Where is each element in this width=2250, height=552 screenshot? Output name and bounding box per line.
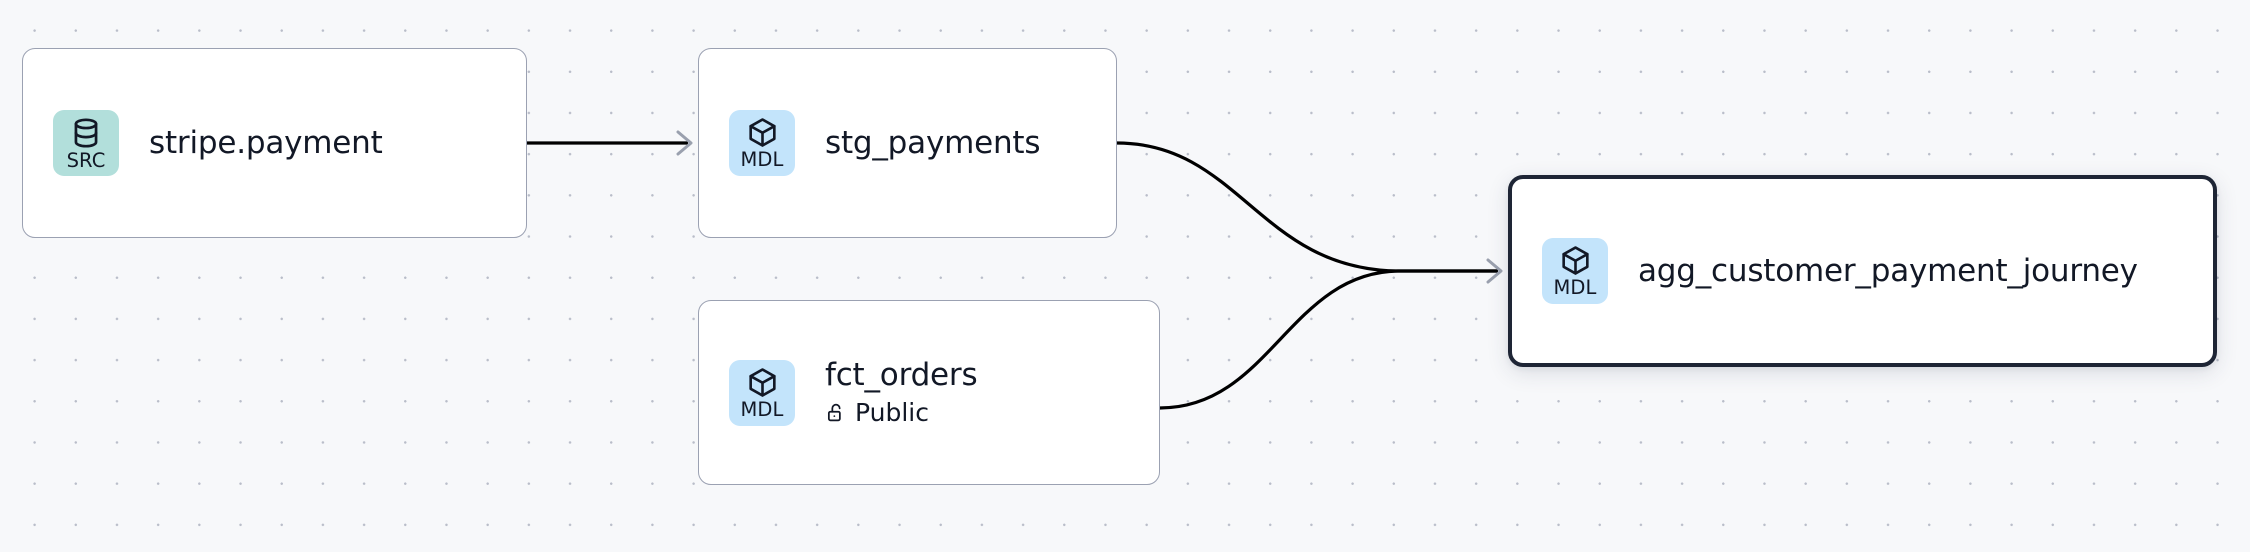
model-badge: MDL — [729, 359, 795, 426]
cube-icon — [746, 116, 779, 149]
node-agg-customer-payment-journey[interactable]: MDL agg_customer_payment_journey — [1508, 175, 2217, 367]
node-stg-payments[interactable]: MDL stg_payments — [698, 48, 1117, 238]
node-body: stripe.payment — [149, 125, 383, 162]
node-fct-orders[interactable]: MDL fct_orders Public — [698, 300, 1160, 485]
visibility-label: Public — [855, 397, 929, 427]
unlock-icon — [825, 402, 847, 424]
node-body: agg_customer_payment_journey — [1638, 253, 2138, 290]
node-body: fct_orders Public — [825, 357, 978, 428]
node-body: stg_payments — [825, 124, 1041, 162]
badge-label: MDL — [740, 148, 784, 172]
node-title: fct_orders — [825, 357, 978, 394]
database-icon — [69, 116, 103, 150]
model-badge: MDL — [729, 110, 795, 176]
cube-icon — [1559, 244, 1592, 277]
arrowhead-icon — [676, 130, 693, 156]
edge-fct-to-agg — [1159, 269, 1498, 410]
node-title: stg_payments — [825, 124, 1041, 161]
badge-label: SRC — [66, 148, 106, 172]
node-title: stripe.payment — [149, 124, 383, 161]
model-badge: MDL — [1542, 238, 1608, 304]
arrowhead-icon — [1486, 258, 1503, 284]
badge-label: MDL — [740, 397, 784, 421]
edge-stg-to-agg — [1116, 141, 1498, 273]
node-title: agg_customer_payment_journey — [1638, 252, 2138, 289]
node-stripe-payment[interactable]: SRC stripe.payment — [22, 48, 527, 238]
cube-icon — [746, 366, 779, 399]
node-visibility: Public — [825, 397, 977, 428]
source-badge: SRC — [53, 110, 119, 176]
badge-label: MDL — [1553, 276, 1597, 300]
